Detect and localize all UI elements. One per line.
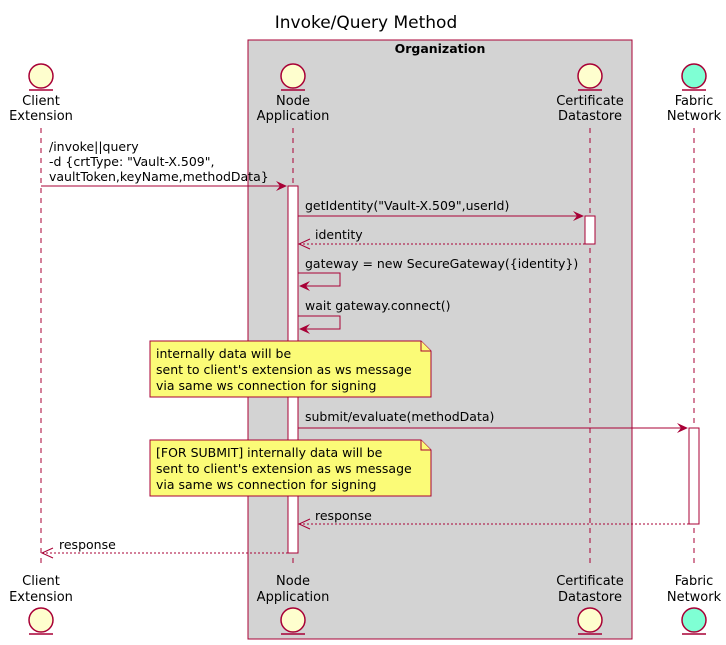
entity-icon (681, 63, 707, 89)
arrowhead (40, 547, 54, 559)
participant-name: Datastore (558, 590, 622, 605)
participant-name: Client (22, 574, 60, 589)
participant-name: Certificate (556, 574, 624, 589)
arrowhead (276, 181, 287, 191)
arrowhead (677, 423, 688, 433)
arrowhead (299, 281, 310, 291)
entity-icon (577, 607, 603, 633)
note-text: sent to client's extension as ws message (156, 461, 412, 476)
participant-name: Extension (9, 109, 73, 124)
note-shape (149, 439, 432, 497)
participant-certificate-datastore-top: Certificate Datastore (556, 63, 624, 124)
organization-box (247, 39, 633, 640)
message-label: identity (315, 227, 363, 242)
message-label: vaultToken,keyName,methodData} (49, 169, 269, 184)
participant-fabric-network-top: Fabric Network (667, 63, 722, 124)
arrowhead (299, 324, 310, 334)
entity-icon (28, 607, 54, 633)
message-arrow-self-gateway-connect (298, 315, 341, 330)
note-text: internally data will be (156, 346, 291, 361)
participant-certificate-datastore-bottom: Certificate Datastore (556, 574, 624, 635)
note-text: via same ws connection for signing (156, 477, 376, 492)
note-text: via same ws connection for signing (156, 378, 376, 393)
message-label: wait gateway.connect() (305, 298, 450, 313)
participant-node-application-top: Node Application (257, 63, 330, 124)
participant-name: Application (257, 590, 330, 605)
participant-name: Application (257, 109, 330, 124)
entity-icon (280, 63, 306, 89)
message-label: gateway = new SecureGateway({identity}) (305, 256, 578, 271)
entity-icon (577, 63, 603, 89)
note-signing: internally data will be sent to client's… (149, 340, 432, 398)
arrowhead (297, 238, 311, 250)
participant-name: Extension (9, 590, 73, 605)
participant-name: Fabric (675, 94, 714, 109)
participant-node-application-bottom: Node Application (257, 574, 330, 635)
message-label: getIdentity("Vault-X.509",userId) (305, 198, 509, 213)
diagram-title: Invoke/Query Method (275, 13, 458, 33)
arrowhead (573, 211, 584, 221)
entity-icon (28, 63, 54, 89)
participant-fabric-network-bottom: Fabric Network (667, 574, 722, 635)
entity-icon (280, 607, 306, 633)
message-label: -d {crtType: "Vault-X.509", (49, 154, 214, 169)
note-shape (149, 340, 432, 398)
participant-name: Certificate (556, 94, 624, 109)
note-fold (420, 440, 431, 451)
note-fold (420, 341, 431, 352)
participant-name: Network (667, 590, 722, 605)
participant-name: Network (667, 109, 722, 124)
organization-box-label: Organization (395, 41, 486, 56)
activation-bar-certificate-datastore (584, 215, 596, 245)
message-label: response (315, 508, 372, 523)
arrowhead (297, 518, 311, 530)
activation-bar-fabric-network (688, 427, 700, 525)
note-text: sent to client's extension as ws message (156, 362, 412, 377)
participant-name: Node (276, 94, 310, 109)
participant-name: Client (22, 94, 60, 109)
message-label: submit/evaluate(methodData) (305, 409, 494, 424)
participant-client-extension-bottom: Client Extension (9, 574, 73, 635)
message-label: response (59, 537, 116, 552)
participant-name: Datastore (558, 109, 622, 124)
message-arrow-self-gateway-new (298, 272, 341, 287)
message-label: /invoke||query (49, 139, 139, 154)
participant-name: Fabric (675, 574, 714, 589)
note-submit-signing: [FOR SUBMIT] internally data will be sen… (149, 439, 432, 497)
participant-client-extension-top: Client Extension (9, 63, 73, 124)
participant-name: Node (276, 574, 310, 589)
entity-icon (681, 607, 707, 633)
note-text: [FOR SUBMIT] internally data will be (156, 445, 383, 460)
